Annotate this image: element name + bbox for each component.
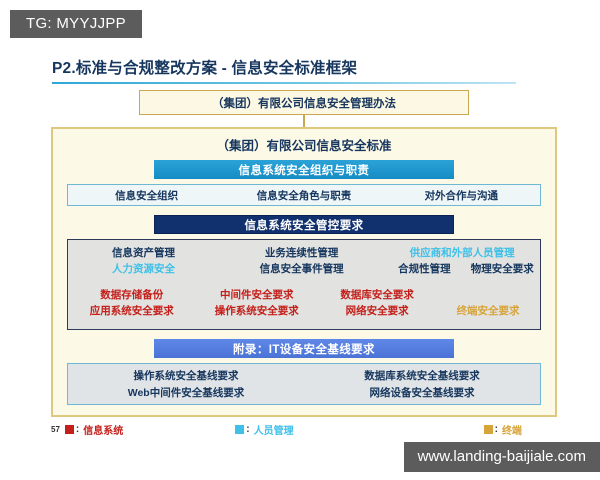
- control-item-business-continuity: 业务连续性管理: [264, 247, 339, 259]
- control-item-data-backup: 数据存储备份: [100, 289, 164, 301]
- title-underline-rule: [52, 82, 516, 84]
- legend-colon-2: :: [246, 423, 250, 435]
- legend-label-personnel: 人员管理: [253, 425, 294, 437]
- control-item-incident-mgmt: 信息安全事件管理: [259, 263, 344, 275]
- organization-item-1: 信息安全组织: [115, 189, 179, 202]
- legend-label-terminal: 终端: [501, 425, 522, 437]
- legend-swatch-orange-icon: [483, 424, 493, 434]
- appendix-row-1: 操作系统安全基线要求 数据库系统安全基线要求: [68, 368, 540, 385]
- band-organization: 信息系统安全组织与职责: [154, 160, 454, 179]
- policy-document-box: （集团）有限公司信息安全管理办法: [139, 90, 469, 115]
- legend-swatch-cyan-icon: [235, 424, 245, 434]
- control-item-supplier-external: 供应商和外部人员管理: [409, 247, 515, 259]
- appendix-item-web-middleware-baseline: Web中间件安全基线要求: [127, 387, 245, 399]
- control-item-physical: 物理安全要求: [470, 263, 534, 275]
- legend-item-personnel: : 人员管理: [235, 422, 294, 437]
- panel-appendix: 操作系统安全基线要求 数据库系统安全基线要求 Web中间件安全基线要求 网络设备…: [67, 363, 541, 405]
- legend: 57 : 信息系统 : 人员管理 : 终端: [51, 421, 557, 437]
- legend-swatch-red-icon: [64, 424, 74, 434]
- appendix-item-network-device-baseline: 网络设备安全基线要求: [369, 387, 475, 399]
- control-item-row3-blank: [436, 288, 540, 303]
- control-item-terminal: 终端安全要求: [456, 305, 520, 317]
- band-control: 信息系统安全管控要求: [154, 215, 454, 234]
- control-item-network: 网络安全要求: [345, 305, 409, 317]
- tg-watermark-badge: TG: MYYJJPP: [10, 10, 142, 38]
- control-row-1: 信息资产管理 业务连续性管理 供应商和外部人员管理: [68, 246, 540, 261]
- organization-item-2: 信息安全角色与职责: [256, 189, 352, 202]
- site-watermark-badge: www.landing-baijiale.com: [403, 442, 600, 472]
- control-row-3: 数据存储备份 中间件安全要求 数据库安全要求: [68, 288, 540, 303]
- frame-title: （集团）有限公司信息安全标准: [216, 139, 392, 153]
- legend-colon-1: :: [75, 423, 80, 435]
- policy-connector-line: [303, 115, 305, 128]
- control-row-4: 应用系统安全要求 操作系统安全要求 网络安全要求 终端安全要求: [68, 304, 540, 319]
- organization-item-3: 对外合作与沟通: [424, 189, 499, 202]
- band-appendix-label: 附录：IT设备安全基线要求: [233, 343, 375, 356]
- control-item-application: 应用系统安全要求: [89, 305, 174, 317]
- legend-label-info-system: 信息系统: [83, 425, 124, 437]
- control-item-middleware: 中间件安全要求: [220, 289, 294, 301]
- control-item-info-asset: 信息资产管理: [112, 247, 176, 259]
- band-organization-label: 信息系统安全组织与职责: [238, 164, 370, 177]
- policy-document-label: （集团）有限公司信息安全管理办法: [212, 97, 396, 110]
- panel-control: 信息资产管理 业务连续性管理 供应商和外部人员管理 人力资源安全 信息安全事件管…: [67, 239, 541, 330]
- control-item-compliance: 合规性管理: [398, 263, 451, 275]
- control-item-os: 操作系统安全要求: [214, 305, 299, 317]
- legend-item-terminal: : 终端: [483, 422, 522, 437]
- control-row-spacer: [68, 278, 540, 288]
- control-item-hr-security: 人力资源安全: [112, 263, 176, 275]
- control-item-database: 数据库安全要求: [340, 289, 414, 301]
- legend-item-info-system: : 信息系统: [64, 422, 124, 437]
- band-appendix: 附录：IT设备安全基线要求: [154, 339, 454, 358]
- panel-organization: 信息安全组织 信息安全角色与职责 对外合作与沟通: [67, 184, 541, 206]
- page-title: P2.标准与合规整改方案 - 信息安全标准框架: [52, 60, 358, 77]
- appendix-item-db-baseline: 数据库系统安全基线要求: [364, 370, 480, 382]
- control-row-2: 人力资源安全 信息安全事件管理 合规性管理 物理安全要求: [68, 262, 540, 277]
- legend-colon-3: :: [494, 423, 498, 435]
- page-number: 57: [51, 424, 60, 434]
- band-control-label: 信息系统安全管控要求: [244, 219, 364, 232]
- appendix-row-2: Web中间件安全基线要求 网络设备安全基线要求: [68, 385, 540, 402]
- standards-frame: （集团）有限公司信息安全标准 信息系统安全组织与职责 信息安全组织 信息安全角色…: [51, 127, 557, 417]
- organization-items-row: 信息安全组织 信息安全角色与职责 对外合作与沟通: [68, 188, 540, 203]
- appendix-item-os-baseline: 操作系统安全基线要求: [133, 370, 239, 382]
